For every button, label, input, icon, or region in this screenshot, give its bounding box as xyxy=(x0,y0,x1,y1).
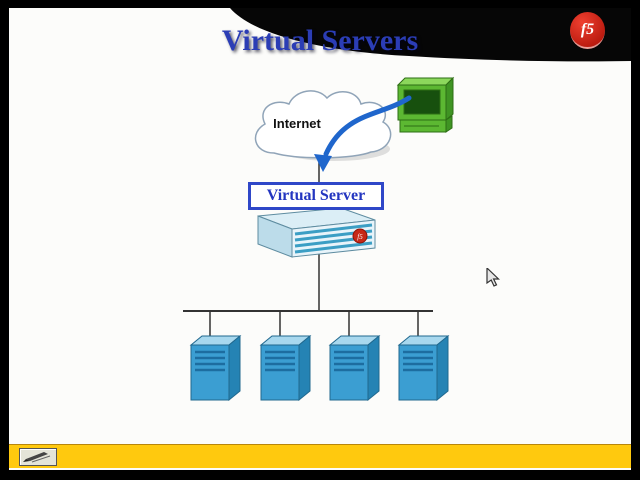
client-computer-icon xyxy=(396,76,455,133)
appliance-f5-badge xyxy=(352,228,368,244)
annotation-toolbar xyxy=(9,444,631,468)
server-tower-4 xyxy=(397,334,450,402)
pen-tool-button[interactable] xyxy=(19,448,57,466)
server-tower-1 xyxy=(189,334,242,402)
network-diagram: f5 xyxy=(183,76,455,402)
presentation-slide: Virtual Servers f5 xyxy=(9,8,631,470)
internet-cloud-icon xyxy=(254,90,392,159)
top-swoosh-decoration xyxy=(230,8,631,62)
slide-title: Virtual Servers xyxy=(221,24,419,57)
traffic-arrow-icon xyxy=(314,95,412,172)
mouse-cursor xyxy=(486,266,502,293)
virtual-server-label: Virtual Server xyxy=(266,187,366,204)
server-tower-2 xyxy=(259,334,312,402)
svg-text:f5: f5 xyxy=(357,233,363,241)
f5-logo-text: f5 xyxy=(580,20,595,38)
virtual-server-box: Virtual Server xyxy=(248,182,384,210)
server-tower-3 xyxy=(328,334,381,402)
bigip-appliance-icon: f5 xyxy=(257,207,376,258)
internet-label: Internet xyxy=(273,116,321,131)
pen-icon xyxy=(23,452,51,463)
f5-logo-icon: f5 xyxy=(570,12,605,49)
